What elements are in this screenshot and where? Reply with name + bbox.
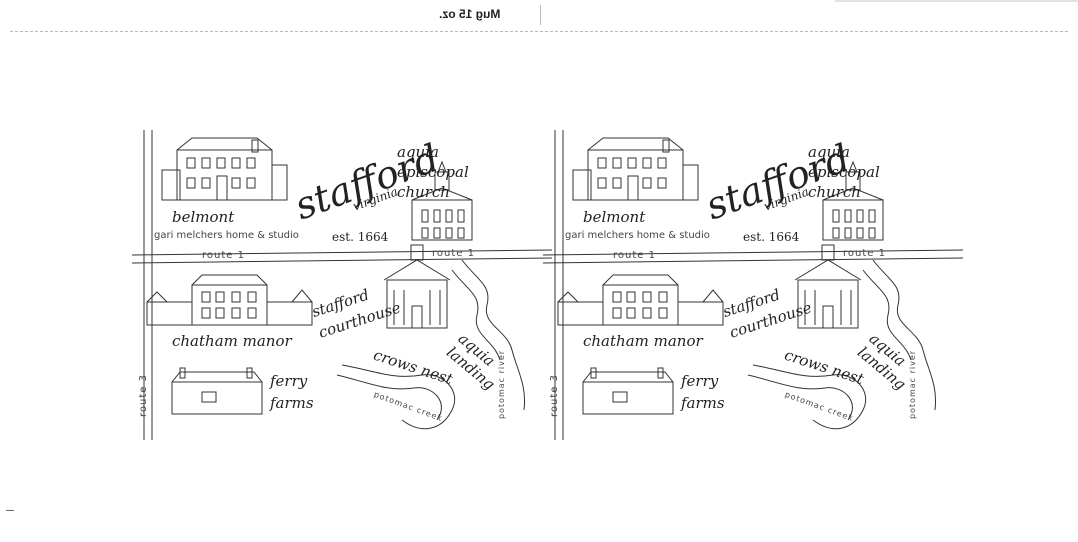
- chatham-label: chatham manor: [583, 332, 703, 350]
- map-panel-right: stafford virginia est. 1664 belmont gari…: [543, 110, 963, 450]
- aquia-church-label: aquia episcopal church: [808, 143, 880, 201]
- potomac-river-label: potomac river: [908, 349, 918, 420]
- top-rule: [835, 0, 1078, 2]
- route1-label-a: route 1: [202, 250, 245, 261]
- route1-label-b: route 1: [432, 248, 475, 259]
- route1-label-a: route 1: [613, 250, 656, 261]
- map-panel-left: stafford virginia est. 1664 belmont gari…: [132, 110, 552, 450]
- established-label: est. 1664: [743, 230, 800, 244]
- aquia-church-drawing: [822, 160, 884, 241]
- cut-guide-line: [10, 31, 1068, 32]
- ferry-farms-label: ferry farms: [270, 372, 314, 412]
- map-drawing: [132, 130, 552, 440]
- product-label-text: Mug 15 oz.: [439, 7, 501, 21]
- route3-label: route 3: [137, 374, 149, 417]
- chatham-label: chatham manor: [172, 332, 292, 350]
- belmont-note: gari melchers home & studio: [154, 230, 299, 241]
- belmont-house-drawing: [572, 137, 699, 201]
- belmont-label: belmont: [583, 208, 646, 226]
- belmont-note: gari melchers home & studio: [565, 230, 710, 241]
- courthouse-drawing: [794, 244, 862, 329]
- route1-label-b: route 1: [843, 248, 886, 259]
- route3-label: route 3: [548, 374, 560, 417]
- chatham-manor-drawing: [557, 274, 724, 326]
- aquia-church-drawing: [411, 160, 473, 241]
- aquia-church-label: aquia episcopal church: [397, 143, 469, 201]
- belmont-label: belmont: [172, 208, 235, 226]
- ferry-farms-drawing: [171, 367, 263, 415]
- potomac-river-label: potomac river: [497, 349, 507, 420]
- product-label: Mug 15 oz.: [420, 7, 520, 21]
- map-drawing: [543, 130, 963, 440]
- crop-mark: [6, 510, 14, 511]
- established-label: est. 1664: [332, 230, 389, 244]
- ferry-farms-label: ferry farms: [681, 372, 725, 412]
- chatham-manor-drawing: [146, 274, 313, 326]
- header-divider: [540, 5, 541, 25]
- courthouse-drawing: [383, 244, 451, 329]
- ferry-farms-drawing: [582, 367, 674, 415]
- belmont-house-drawing: [161, 137, 288, 201]
